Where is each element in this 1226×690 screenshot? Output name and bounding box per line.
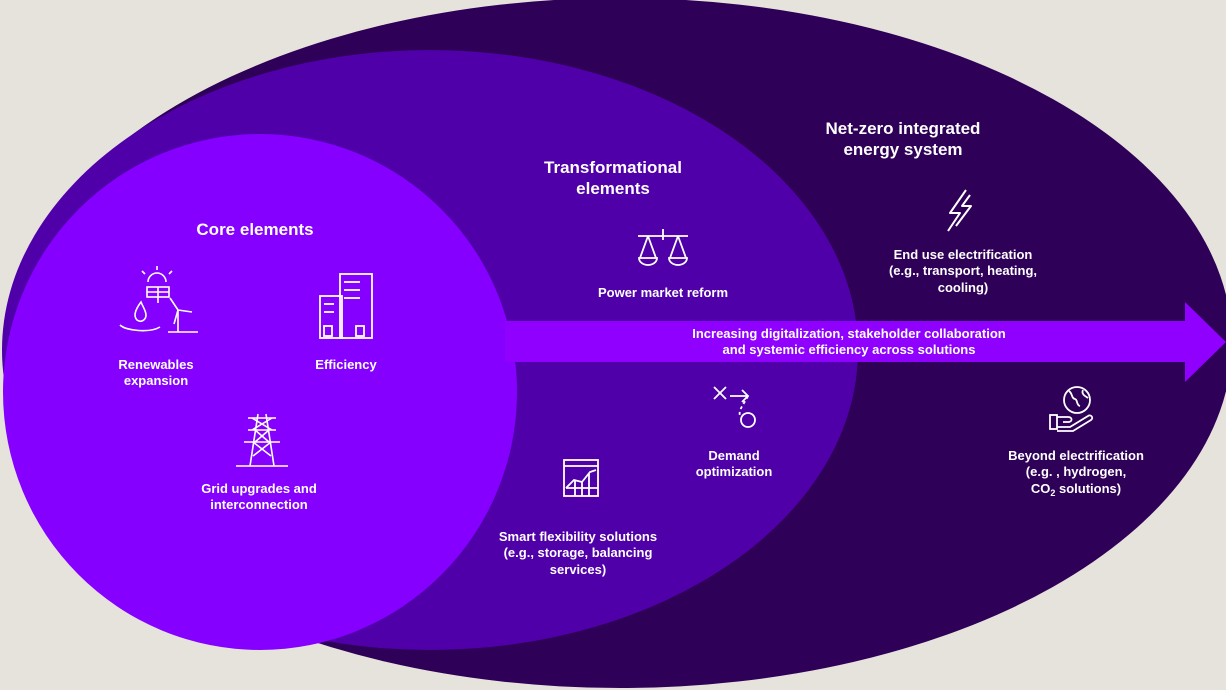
flexibility-line-2: (e.g., storage, balancing (503, 545, 653, 561)
core-ellipse (3, 134, 517, 650)
beyond-line-2: (e.g. , hydrogen, (1025, 464, 1127, 480)
renewables-line-2: expansion (123, 373, 189, 389)
grid-line-1: Grid upgrades and (201, 481, 317, 496)
flexibility-line-1: Smart flexibility solutions (498, 529, 658, 544)
efficiency-label: Efficiency (315, 357, 377, 372)
outer-title-line-2: energy system (843, 140, 963, 160)
middle-title-line-1: Transformational (544, 158, 682, 177)
core-title: Core elements (196, 220, 314, 239)
pylon-icon (236, 413, 288, 467)
co2-prefix: CO (1030, 480, 1051, 496)
scales-icon (638, 229, 688, 266)
end-use-line-1: End use electrification (893, 247, 1033, 262)
arrow-line-2: and systemic efficiency across solutions (722, 342, 976, 358)
strategy-arrow-icon (713, 386, 756, 428)
outer-title: Net-zero integrated energy system (783, 118, 1023, 161)
demand-line-1: Demand (708, 448, 760, 463)
middle-title: Transformational elements (503, 157, 723, 200)
flexibility-line-3: services) (549, 561, 607, 577)
co2-subscript: 2 (1050, 487, 1056, 498)
renewables-icon (119, 266, 198, 333)
co2-suffix: solutions) (1055, 480, 1122, 496)
lightning-icon (947, 189, 972, 232)
power-market-label: Power market reform (597, 285, 729, 300)
chart-grid-icon (563, 459, 599, 497)
globe-hand-icon (1049, 386, 1094, 432)
end-use-label: End use electrification (e.g., transport… (843, 247, 1083, 296)
end-use-line-3: cooling) (937, 279, 989, 295)
flexibility-label: Smart flexibility solutions (e.g., stora… (458, 529, 698, 578)
renewables-label: Renewables expansion (81, 357, 231, 390)
grid-label: Grid upgrades and interconnection (149, 481, 369, 514)
renewables-line-1: Renewables (118, 357, 194, 372)
beyond-line-3: CO2 solutions) (966, 481, 1186, 499)
demand-line-2: optimization (695, 464, 773, 480)
demand-label: Demand optimization (654, 448, 814, 481)
beyond-label: Beyond electrification (e.g. , hydrogen,… (966, 448, 1186, 499)
outer-title-line-1: Net-zero integrated (825, 119, 981, 138)
progress-arrow (505, 302, 1226, 382)
grid-line-2: interconnection (210, 497, 308, 513)
arrow-line-1: Increasing digitalization, stakeholder c… (692, 326, 1006, 341)
middle-title-line-2: elements (576, 179, 650, 199)
beyond-line-1: Beyond electrification (1008, 448, 1144, 463)
arrow-label: Increasing digitalization, stakeholder c… (629, 326, 1069, 359)
end-use-line-2: (e.g., transport, heating, (888, 263, 1038, 279)
building-icon (319, 273, 373, 339)
